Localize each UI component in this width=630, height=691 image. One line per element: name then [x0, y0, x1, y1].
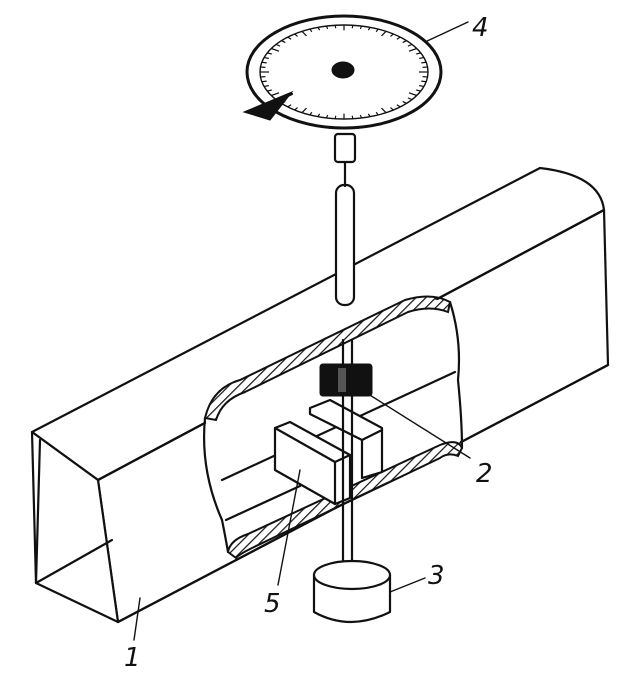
dial-tick — [271, 92, 280, 97]
dial-tick — [261, 61, 267, 64]
dial-tick — [381, 107, 387, 114]
dial-tick — [294, 107, 298, 111]
dial-tick — [317, 113, 321, 117]
dial-tick — [381, 30, 387, 37]
dial-tick — [408, 92, 417, 97]
dial-tick — [402, 100, 407, 104]
dial-tick — [301, 30, 307, 37]
label-channel: 1 — [124, 643, 141, 673]
dial-tick — [334, 115, 337, 119]
dial-tick — [271, 47, 280, 52]
dial-tick — [281, 40, 286, 44]
dial-tick — [263, 85, 269, 88]
dial-tick — [402, 40, 407, 44]
counterweight — [312, 559, 392, 624]
dial-tick — [317, 27, 321, 31]
dial-tick — [325, 25, 329, 30]
magnet-block — [319, 363, 373, 397]
dial-tick — [263, 56, 269, 59]
label-plate: 5 — [264, 589, 281, 619]
dial-tick — [351, 25, 354, 29]
dial-tick — [375, 111, 379, 116]
dial-tick — [375, 28, 379, 33]
dial-tick — [325, 114, 329, 119]
dial-tick — [421, 61, 427, 64]
vertical-rod — [333, 132, 357, 562]
dial-tick — [287, 36, 292, 40]
dial-tick — [396, 36, 401, 40]
dial-tick — [367, 27, 371, 31]
dial-tick — [309, 111, 313, 116]
dial-tick — [309, 28, 313, 33]
dial-tick — [419, 56, 425, 59]
dial-tick — [390, 107, 394, 111]
dial-tick-marks — [260, 25, 428, 119]
dial-tick — [334, 25, 337, 29]
dial-tick — [407, 43, 413, 47]
dial-tick — [407, 97, 413, 101]
dial-tick — [416, 89, 421, 92]
dial-tick — [351, 115, 354, 119]
dial-gauge — [242, 14, 443, 130]
dial-tick — [359, 114, 363, 119]
dial-tick — [419, 85, 425, 88]
dial-tick — [275, 43, 281, 47]
dial-tick — [421, 80, 427, 83]
dial-tick — [287, 104, 292, 108]
deflection-plate-assembly — [273, 398, 384, 506]
dial-tick — [261, 80, 267, 83]
dial-tick — [390, 33, 394, 37]
label-dial: 4 — [472, 13, 489, 43]
dial-tick — [416, 52, 421, 55]
label-magnet: 2 — [476, 459, 493, 489]
dial-tick — [294, 33, 298, 37]
leader-lines — [133, 21, 471, 641]
dial-tick — [267, 89, 272, 92]
dial-tick — [367, 113, 371, 117]
dial-tick — [408, 47, 417, 52]
dial-tick — [359, 25, 363, 30]
dial-tick — [396, 104, 401, 108]
label-weight: 3 — [428, 561, 445, 591]
dial-tick — [267, 52, 272, 55]
dial-tick — [301, 107, 307, 114]
dial-center-hub — [331, 61, 355, 79]
